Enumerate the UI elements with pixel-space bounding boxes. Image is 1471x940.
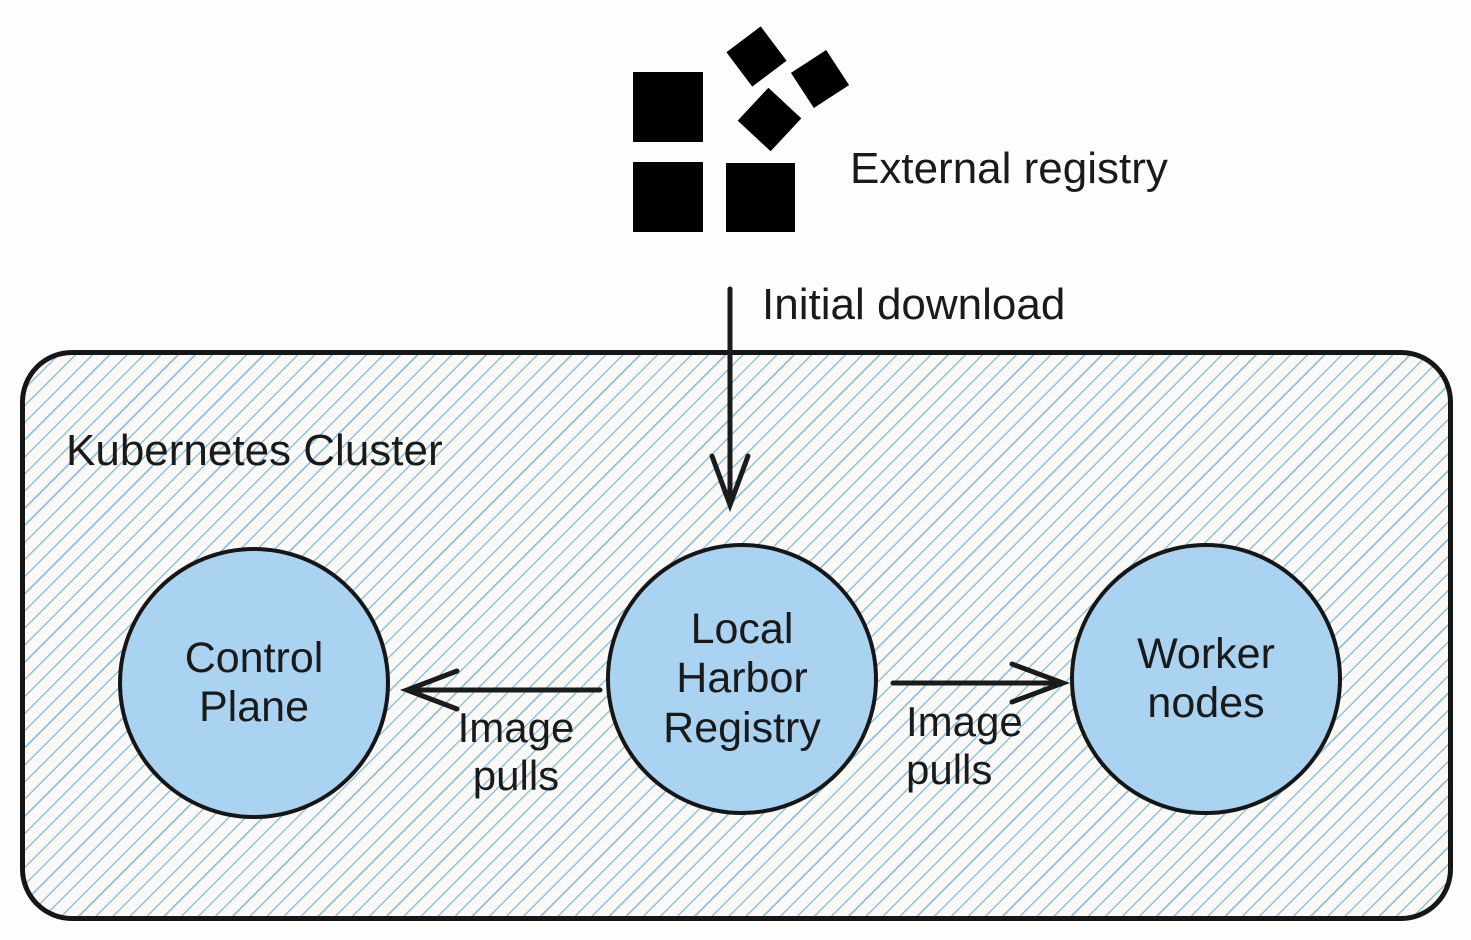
node-local-harbor-registry: Local Harbor Registry: [606, 543, 878, 815]
registry-block-square: [726, 163, 795, 232]
node-control-plane: Control Plane: [118, 547, 390, 819]
image-pulls-left-edge-label: Image pulls: [457, 704, 575, 799]
initial-download-edge-label: Initial download: [762, 280, 1066, 329]
registry-block-diamond: [737, 87, 802, 152]
registry-block-square: [633, 72, 703, 142]
external-registry-icon: [633, 26, 853, 233]
image-pulls-right-edge-label: Image pulls: [906, 698, 1023, 793]
external-registry-label: External registry: [850, 144, 1168, 193]
node-worker-nodes: Worker nodes: [1070, 543, 1342, 815]
registry-block-diamond: [790, 49, 850, 109]
registry-block-diamond: [726, 26, 787, 87]
registry-block-square: [633, 162, 703, 232]
kubernetes-cluster-label: Kubernetes Cluster: [66, 426, 443, 475]
